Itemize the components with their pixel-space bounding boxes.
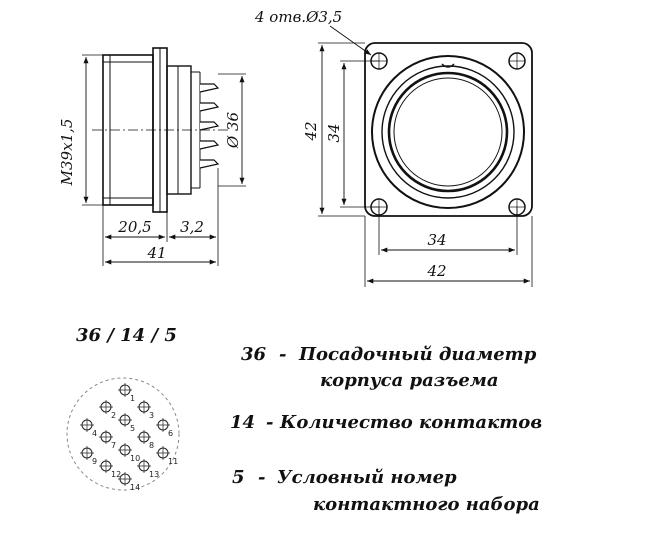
pin-crosshair xyxy=(137,400,151,414)
inner-ring xyxy=(387,71,509,193)
dim-total: 41 xyxy=(146,244,166,262)
pin-crosshair xyxy=(80,418,94,432)
pin-crosshair xyxy=(99,459,113,473)
pin-number: 7 xyxy=(111,441,116,450)
legend-item-diameter: 36 - Посадочный диаметр корпуса разъема xyxy=(241,344,537,391)
key-notch xyxy=(441,63,455,68)
dim-outer-horizontal: 42 xyxy=(426,262,446,280)
dim-flange: 3,2 xyxy=(180,218,204,236)
svg-text:-: - xyxy=(258,467,265,488)
svg-text:Посадочный диаметр: Посадочный диаметр xyxy=(298,344,537,365)
pin-crosshair xyxy=(156,446,170,460)
pin-number: 12 xyxy=(111,470,121,479)
dim-inner-horizontal: 34 xyxy=(427,231,446,249)
pin-crosshair xyxy=(118,383,132,397)
pinout-outline xyxy=(66,377,180,491)
pin-number: 3 xyxy=(149,411,154,420)
diameter-label: Ø 36 xyxy=(224,111,242,149)
middle-ring xyxy=(381,65,515,199)
connector-code: 36 / 14 / 5 xyxy=(76,325,177,346)
svg-text:36: 36 xyxy=(241,344,267,365)
dim-inner-vertical: 34 xyxy=(325,123,343,142)
pin-number: 13 xyxy=(149,470,159,479)
svg-text:-: - xyxy=(266,412,273,433)
svg-text:Условный номер: Условный номер xyxy=(277,467,457,488)
holes-label: 4 отв.Ø3,5 xyxy=(254,8,342,26)
pin-crosshair xyxy=(80,446,94,460)
pin-number: 4 xyxy=(92,429,97,438)
pin-number: 10 xyxy=(130,454,140,463)
solder-pins xyxy=(199,83,220,169)
pin-crosshair xyxy=(137,459,151,473)
pin-number: 11 xyxy=(168,457,178,466)
pin-crosshair xyxy=(118,443,132,457)
legend-item-contacts: 14 - Количество контактов xyxy=(230,412,542,433)
svg-text:контактного набора: контактного набора xyxy=(313,494,540,515)
pin-number: 2 xyxy=(111,411,116,420)
svg-text:5: 5 xyxy=(232,467,245,488)
svg-text:корпуса разъема: корпуса разъема xyxy=(320,370,499,391)
pin-crosshair xyxy=(118,472,132,486)
pin-number: 8 xyxy=(149,441,154,450)
thread-label: M39x1,5 xyxy=(58,119,76,187)
legend: 36 - Посадочный диаметр корпуса разъема … xyxy=(230,344,542,515)
pin-crosshair xyxy=(137,430,151,444)
side-view: M39x1,5 Ø 36 20,5 3,2 41 xyxy=(58,47,246,266)
front-view: 4 отв.Ø3,5 42 34 34 42 xyxy=(254,8,533,287)
pin-crosshair xyxy=(156,418,170,432)
outer-ring xyxy=(371,55,525,209)
svg-text:Количество контактов: Количество контактов xyxy=(279,412,542,433)
pin-number: 5 xyxy=(130,424,135,433)
svg-text:14: 14 xyxy=(230,412,255,433)
pin-number: 1 xyxy=(130,394,135,403)
pin-crosshair xyxy=(99,430,113,444)
legend-item-insert: 5 - Условный номер контактного набора xyxy=(232,467,540,515)
pin-number: 14 xyxy=(130,483,140,492)
pin-number: 9 xyxy=(92,457,97,466)
pin-number: 6 xyxy=(168,429,173,438)
dim-body: 20,5 xyxy=(117,218,151,236)
pin-crosshair xyxy=(118,413,132,427)
dim-outer-vertical: 42 xyxy=(302,121,320,141)
svg-text:-: - xyxy=(279,344,286,365)
flange-outline xyxy=(364,42,533,217)
pin-crosshair xyxy=(99,400,113,414)
